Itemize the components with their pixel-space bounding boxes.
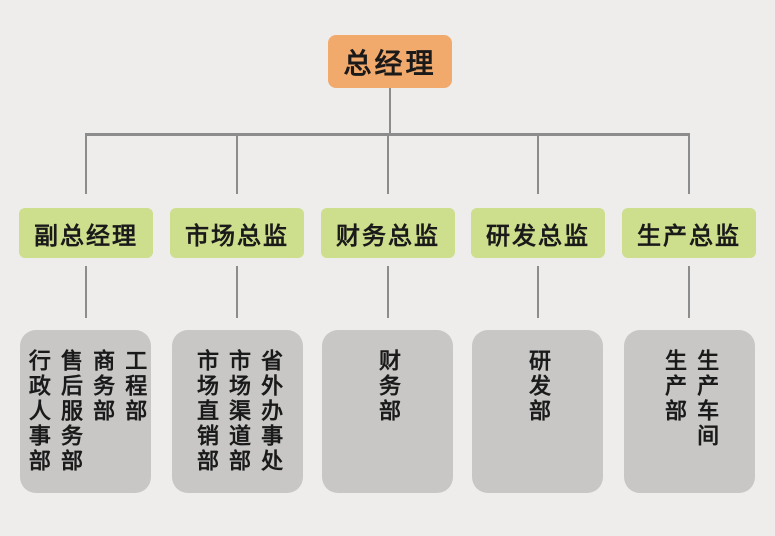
department-group-production: 生产车间 生产部	[624, 330, 755, 493]
org-node-marketing-director-label: 市场总监	[185, 221, 289, 250]
org-node-deputy-gm-label: 副总经理	[34, 221, 138, 250]
org-node-marketing-director: 市场总监	[170, 208, 304, 258]
department-after-sales-service: 售后服务部	[57, 349, 82, 474]
connector-deputy-gm-departments	[85, 266, 87, 318]
department-production: 生产部	[661, 349, 686, 424]
department-finance: 财务部	[375, 349, 401, 424]
connector-drop-deputy-gm	[85, 134, 87, 194]
org-node-finance-director-label: 财务总监	[336, 221, 440, 250]
department-admin-hr: 行政人事部	[24, 349, 50, 474]
org-node-deputy-gm: 副总经理	[19, 208, 153, 258]
department-rnd: 研发部	[525, 349, 551, 424]
connector-root-drop	[389, 88, 391, 134]
org-node-finance-director: 财务总监	[321, 208, 455, 258]
org-node-general-manager: 总经理	[328, 35, 452, 88]
department-engineering: 工程部	[121, 349, 147, 424]
department-direct-sales: 市场直销部	[192, 349, 218, 474]
connector-rnd-departments	[537, 266, 539, 318]
org-node-production-director: 生产总监	[622, 208, 756, 258]
connector-drop-marketing-director	[236, 134, 238, 194]
connector-finance-departments	[387, 266, 389, 318]
department-commerce: 商务部	[89, 349, 115, 424]
org-node-general-manager-label: 总经理	[343, 46, 437, 80]
department-group-finance: 财务部	[322, 330, 453, 493]
department-market-channel: 市场渠道部	[225, 349, 251, 474]
org-node-production-director-label: 生产总监	[637, 221, 741, 250]
connector-drop-production-director	[688, 134, 690, 194]
connector-drop-finance-director	[387, 134, 389, 194]
connector-marketing-departments	[236, 266, 238, 318]
connector-drop-rnd-director	[537, 134, 539, 194]
connector-production-departments	[688, 266, 690, 318]
org-node-rnd-director: 研发总监	[471, 208, 605, 258]
department-group-marketing: 省外办事处 市场渠道部 市场直销部	[172, 330, 303, 493]
department-production-workshop: 生产车间	[693, 349, 719, 449]
department-out-of-province-offices: 省外办事处	[257, 349, 283, 474]
department-group-rnd: 研发部	[472, 330, 603, 493]
department-group-deputy-gm: 工程部 商务部 售后服务部 行政人事部	[20, 330, 151, 493]
org-node-rnd-director-label: 研发总监	[486, 221, 590, 250]
